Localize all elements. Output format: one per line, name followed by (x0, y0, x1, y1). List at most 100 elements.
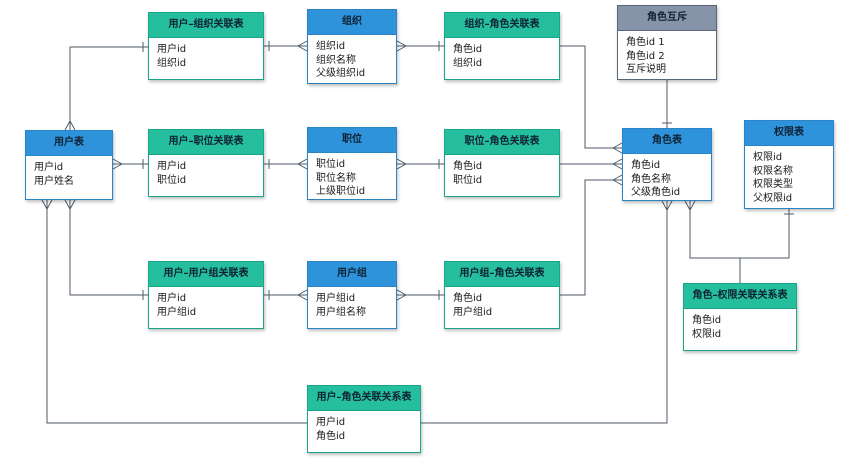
entity-fields: 用户id 职位id (149, 155, 263, 192)
entity-field: 职位id (157, 174, 187, 186)
entity-field: 角色id (692, 315, 722, 326)
entity-title: 用户–职位关联表 (149, 130, 263, 155)
entity-group[interactable]: 用户组用户组id 用户组名称 (307, 261, 397, 329)
entity-field: 组织id (453, 57, 483, 69)
entity-field: 用户id (157, 44, 187, 55)
entity-fields: 角色id 组织id (445, 38, 559, 75)
crowfoot-marker (661, 200, 673, 211)
crowfoot-marker (64, 120, 76, 131)
connector-perm-roleperm (740, 209, 790, 259)
entity-fields: 角色id 权限id (684, 309, 796, 346)
crowfoot-marker (396, 289, 407, 301)
entity-field: 角色id 2 (626, 50, 665, 62)
entity-title: 权限表 (745, 121, 833, 146)
crowfoot-marker (612, 158, 623, 170)
entity-field: 权限类型 (753, 179, 793, 190)
entity-field: 组织名称 (316, 54, 356, 66)
entity-group-role[interactable]: 用户组–角色关联表角色id 用户组id (444, 261, 560, 329)
entity-fields: 职位id 职位名称上级职位id (308, 153, 396, 204)
entity-fields: 用户组id 用户组名称 (308, 287, 396, 324)
entity-fields: 角色id 用户组id (445, 287, 559, 324)
entity-title: 用户组–角色关联表 (445, 262, 559, 287)
entity-title: 职位–角色关联表 (445, 130, 559, 155)
entity-title: 用户–用户组关联表 (149, 262, 263, 287)
entity-fields: 用户id 角色id (308, 411, 420, 448)
connector-user-userorg (69, 46, 148, 130)
entity-field: 职位id (453, 174, 483, 186)
entity-perm[interactable]: 权限表权限id 权限名称权限类型父权限id (744, 120, 834, 209)
entity-fields: 用户id 组织id (149, 38, 263, 75)
entity-title: 角色表 (623, 129, 711, 154)
connector-userrole-role (421, 201, 668, 424)
entity-title: 职位 (308, 128, 396, 153)
entity-field: 父级角色id (631, 187, 681, 198)
crowfoot-marker (64, 199, 76, 210)
entity-field: 职位名称 (316, 172, 356, 184)
entity-field: 用户id (316, 417, 346, 428)
entity-field: 上级职位id (316, 186, 366, 197)
entity-title: 用户–角色关联关系表 (308, 386, 420, 411)
entity-field: 组织id (316, 41, 346, 52)
crowfoot-marker (612, 174, 623, 186)
entity-user-org[interactable]: 用户–组织关联表用户id 组织id (148, 12, 264, 80)
entity-field: 角色id (316, 430, 346, 442)
entity-fields: 权限id 权限名称权限类型父权限id (745, 146, 833, 210)
entity-field: 权限id (753, 152, 783, 163)
entity-fields: 角色id 职位id (445, 155, 559, 192)
crowfoot-marker (684, 200, 696, 211)
entity-title: 角色互斥 (618, 6, 716, 31)
entity-field: 用户id (157, 161, 187, 172)
connector-user-usergroup (69, 200, 148, 296)
entity-field: 角色id (453, 161, 483, 172)
entity-field: 角色id (453, 293, 483, 304)
crowfoot-marker (396, 158, 407, 170)
entity-field: 用户姓名 (34, 175, 74, 187)
entity-position[interactable]: 职位职位id 职位名称上级职位id (307, 127, 397, 200)
entity-pos-role[interactable]: 职位–角色关联表角色id 职位id (444, 129, 560, 197)
entity-field: 父权限id (753, 192, 793, 204)
entity-field: 组织id (157, 57, 187, 69)
entity-field: 用户id (34, 162, 64, 173)
entity-title: 用户组 (308, 262, 396, 287)
connector-orgrole-role (560, 45, 622, 149)
entity-field: 用户组id (157, 306, 197, 318)
crowfoot-marker (297, 289, 308, 301)
entity-user-role[interactable]: 用户–角色关联关系表用户id 角色id (307, 385, 421, 453)
crowfoot-marker (396, 40, 407, 52)
entity-field: 用户组名称 (316, 306, 366, 318)
entity-fields: 角色id 角色名称父级角色id (623, 154, 711, 205)
crowfoot-marker (297, 40, 308, 52)
entity-title: 用户表 (26, 131, 112, 156)
entity-title: 组织 (308, 10, 396, 35)
entity-field: 权限名称 (753, 165, 793, 177)
entity-field: 用户id (157, 293, 187, 304)
entity-field: 角色id (453, 44, 483, 55)
crowfoot-marker (41, 199, 53, 210)
entity-user[interactable]: 用户表用户id 用户姓名 (25, 130, 113, 200)
entity-user-pos[interactable]: 用户–职位关联表用户id 职位id (148, 129, 264, 197)
entity-field: 用户组id (453, 306, 493, 318)
entity-field: 权限id (692, 328, 722, 340)
entity-role[interactable]: 角色表角色id 角色名称父级角色id (622, 128, 712, 201)
entity-fields: 用户id 用户姓名 (26, 156, 112, 193)
entity-fields: 用户id 用户组id (149, 287, 263, 324)
entity-field: 用户组id (316, 293, 356, 304)
crowfoot-marker (612, 142, 623, 154)
entity-role-perm[interactable]: 角色–权限关联关系表角色id 权限id (683, 283, 797, 351)
connector-role-roleperm (689, 201, 741, 283)
entity-title: 角色–权限关联关系表 (684, 284, 796, 309)
entity-field: 角色id (631, 160, 661, 171)
crowfoot-marker (112, 158, 123, 170)
entity-title: 用户–组织关联表 (149, 13, 263, 38)
entity-field: 角色名称 (631, 173, 671, 185)
entity-field: 职位id (316, 159, 346, 170)
entity-user-group[interactable]: 用户–用户组关联表用户id 用户组id (148, 261, 264, 329)
entity-field: 角色id 1 (626, 37, 665, 48)
